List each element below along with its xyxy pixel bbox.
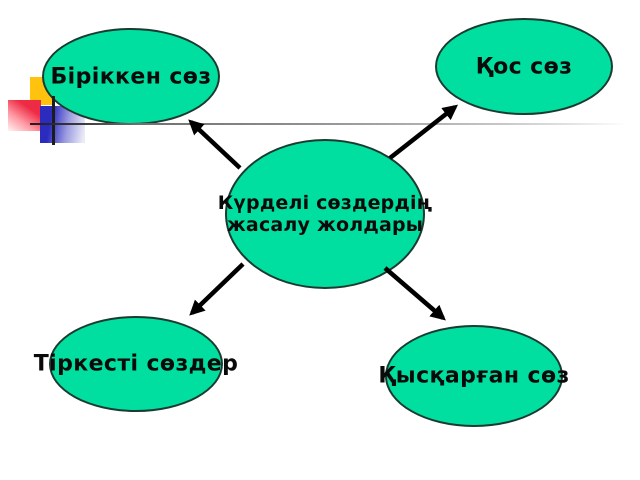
- arrow-center-to-top-right: [388, 104, 459, 160]
- node-birikken-soz[interactable]: Біріккен сөз: [42, 28, 220, 125]
- center-label-line1: Күрделі сөздердің: [217, 192, 433, 214]
- decor-red-square: [8, 100, 41, 131]
- node-center-topic-label: Күрделі сөздердің жасалу жолдары: [218, 192, 433, 236]
- node-qysqargan-soz[interactable]: Қысқарған сөз: [378, 325, 569, 427]
- decor-vertical-line: [52, 96, 55, 145]
- node-qysqargan-soz-label: Қысқарған сөз: [378, 363, 570, 389]
- arrow-center-to-bottom-left: [189, 262, 245, 316]
- node-qos-soz-label: Қос сөз: [475, 54, 573, 79]
- decor-horizontal-rule: [30, 123, 627, 125]
- node-birikken-soz-label: Біріккен сөз: [50, 64, 212, 89]
- arrow-center-to-bottom-right: [383, 266, 446, 321]
- node-center-topic[interactable]: Күрделі сөздердің жасалу жолдары: [218, 139, 432, 289]
- node-tirkesti-sozder[interactable]: Тіркесті сөздер: [34, 316, 238, 412]
- arrow-center-to-top-left: [188, 119, 242, 170]
- node-tirkesti-sozder-label: Тіркесті сөздер: [33, 351, 239, 377]
- center-label-line2: жасалу жолдары: [226, 214, 424, 236]
- node-qos-soz[interactable]: Қос сөз: [435, 18, 613, 115]
